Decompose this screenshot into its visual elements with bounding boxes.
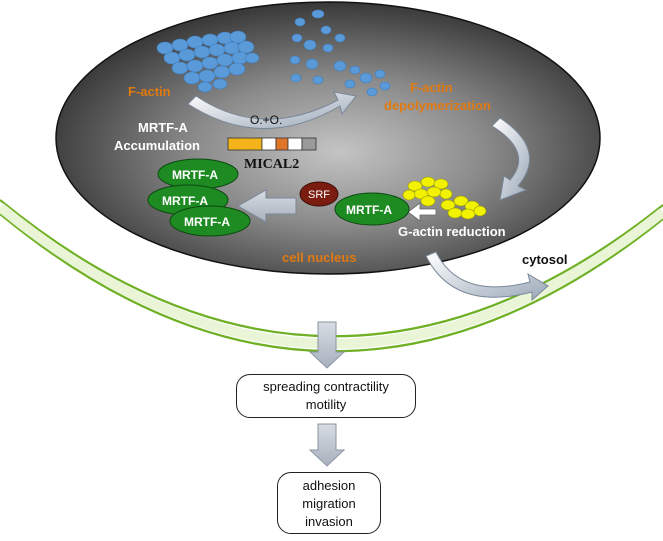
srf-label: SRF — [308, 189, 330, 201]
outcome-line3: invasion — [305, 514, 353, 529]
oxidation-label: O.+O. — [250, 113, 282, 127]
mrtf-a-cluster-label: MRTF-A — [184, 215, 230, 229]
depolymerization-label-line1: F-actin — [410, 80, 453, 95]
mrtf-a-bound — [334, 192, 410, 226]
cytosol-label: cytosol — [522, 252, 568, 267]
mrtf-a-cluster-label: MRTF-A — [172, 168, 218, 182]
f-actin-label: F-actin — [128, 84, 171, 99]
oxidation-arrow — [187, 91, 357, 129]
cell-behavior-line2: motility — [305, 397, 347, 412]
depolymerization-label-line2: depolymerization — [384, 98, 491, 113]
outcome-line1: adhesion — [302, 478, 356, 493]
mrtf-a-bound-label: MRTF-A — [346, 203, 392, 217]
mrtf-a-cluster-item — [169, 205, 251, 237]
mrtf-a-cluster-label: MRTF-A — [162, 194, 208, 208]
cytosol-export-arrow — [425, 251, 549, 302]
cell-behavior-line1: spreading contractility — [263, 379, 389, 394]
srf-to-accumulation-arrow — [236, 189, 297, 223]
f-actin-cluster — [156, 30, 260, 93]
mrtf-accumulation-label-line2: Accumulation — [114, 138, 200, 153]
outcome-line2: migration — [302, 496, 356, 511]
cell-behavior-box: spreading contractility motility — [236, 374, 416, 418]
mical2-gene-bar — [227, 137, 317, 151]
g-actin-cluster — [402, 176, 487, 220]
mrtf-accumulation-label-line1: MRTF-A — [138, 120, 188, 135]
depolymerized-actin — [289, 9, 391, 97]
down-arrow-membrane — [308, 321, 346, 369]
outcome-box: adhesion migration invasion — [277, 472, 381, 534]
down-arrow-outcomes — [308, 423, 346, 467]
g-actin-reduction-label: G-actin reduction — [398, 224, 506, 239]
srf-protein — [299, 181, 339, 207]
g-actin-release-arrow — [407, 202, 437, 222]
cell-nucleus-label: cell nucleus — [282, 250, 356, 265]
mical2-label: MICAL2 — [244, 157, 299, 172]
depolymerization-arrow — [491, 117, 531, 201]
